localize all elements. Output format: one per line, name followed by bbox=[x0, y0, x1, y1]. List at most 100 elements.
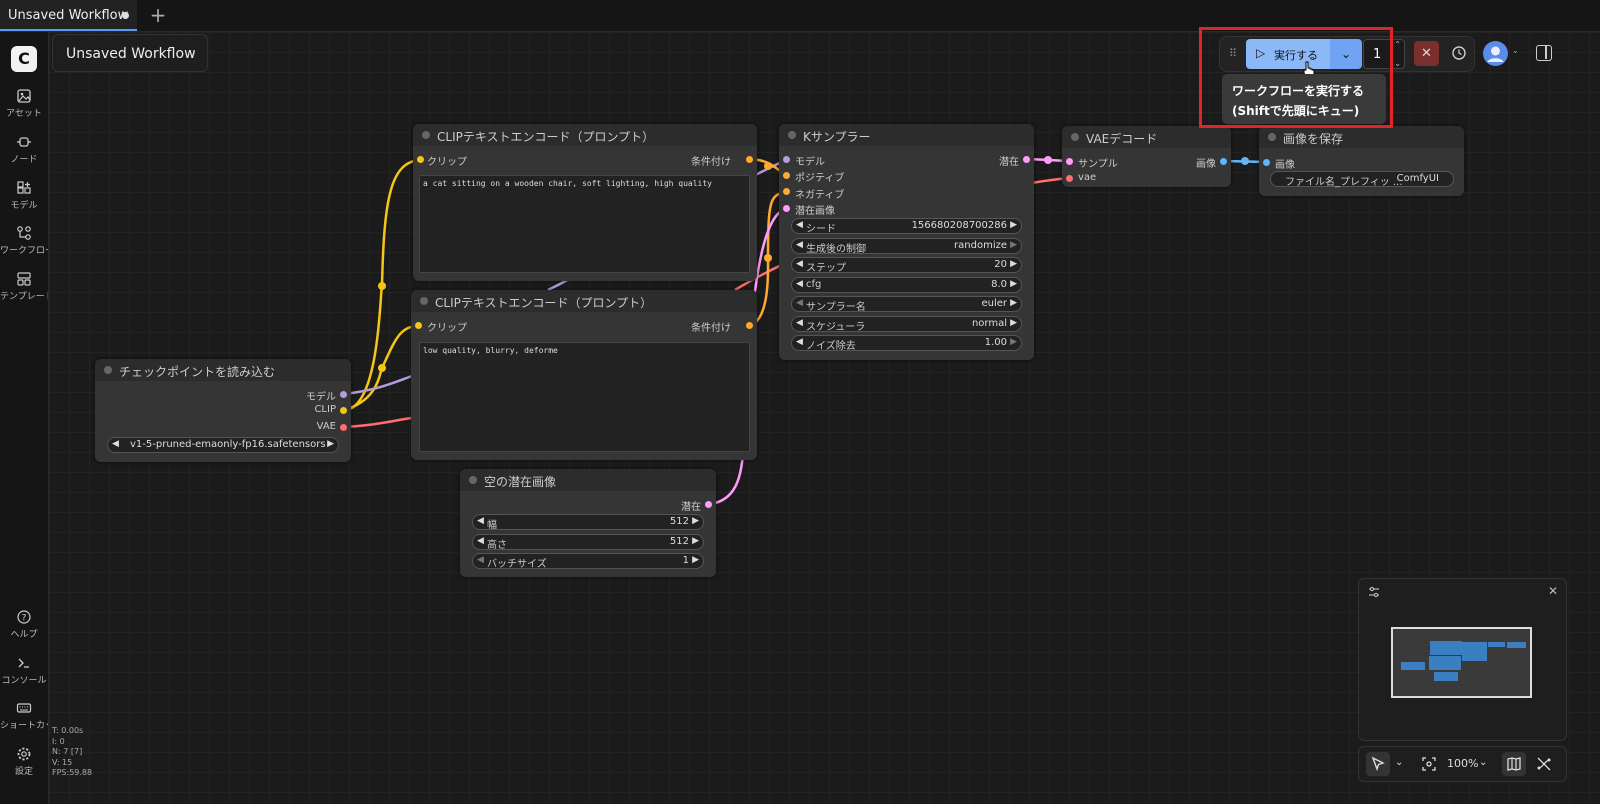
arrow-right-icon[interactable]: ▶ bbox=[692, 516, 699, 526]
sidebar-item-workflows[interactable]: ワークフロー bbox=[0, 225, 48, 256]
collapse-dot-icon[interactable] bbox=[1071, 133, 1079, 141]
arrow-left-icon[interactable]: ◀ bbox=[796, 337, 803, 347]
collapse-dot-icon[interactable] bbox=[422, 131, 430, 139]
output-slot-latent[interactable] bbox=[1023, 156, 1030, 163]
arrow-left-icon[interactable]: ◀ bbox=[796, 279, 803, 289]
run-button[interactable]: ▷ 実行する bbox=[1246, 39, 1330, 69]
collapse-dot-icon[interactable] bbox=[104, 366, 112, 374]
arrow-left-icon[interactable]: ◀ bbox=[796, 298, 803, 308]
queue-history-button[interactable] bbox=[1448, 42, 1470, 64]
input-slot-latent[interactable] bbox=[783, 205, 790, 212]
arrow-right-icon[interactable]: ▶ bbox=[1010, 259, 1017, 269]
output-slot-model[interactable] bbox=[340, 391, 347, 398]
close-icon[interactable]: ✕ bbox=[1547, 584, 1558, 598]
cancel-run-button[interactable]: ✕ bbox=[1414, 41, 1439, 66]
input-slot-positive[interactable] bbox=[783, 172, 790, 179]
sidebar-item-templates[interactable]: テンプレート bbox=[0, 271, 48, 302]
arrow-right-icon[interactable]: ▶ bbox=[1010, 240, 1017, 250]
minimap-viewport[interactable] bbox=[1391, 627, 1532, 698]
node-title-bar[interactable]: CLIPテキストエンコード（プロンプト） bbox=[413, 124, 757, 146]
ckpt-name-combo[interactable]: ◀ v1-5-pruned-emaonly-fp16.safetensors ▶ bbox=[107, 437, 339, 453]
arrow-left-icon[interactable]: ◀ bbox=[477, 516, 484, 526]
output-slot-latent[interactable] bbox=[705, 501, 712, 508]
zoom-level[interactable]: 100% bbox=[1447, 757, 1479, 770]
arrow-right-icon[interactable]: ▶ bbox=[692, 536, 699, 546]
run-mode-dropdown-button[interactable]: ⌄ bbox=[1330, 39, 1362, 69]
arrow-right-icon[interactable]: ▶ bbox=[327, 439, 334, 449]
input-slot-images[interactable] bbox=[1263, 159, 1270, 166]
arrow-right-icon[interactable]: ▶ bbox=[1010, 298, 1017, 308]
user-avatar[interactable] bbox=[1483, 41, 1508, 66]
comfy-logo-icon[interactable]: C bbox=[11, 46, 37, 72]
node-checkpoint-loader[interactable]: チェックポイントを読み込む モデル CLIP VAE ◀ v1-5-pruned… bbox=[95, 359, 351, 462]
sidebar-item-console[interactable]: コンソール bbox=[0, 655, 48, 686]
output-slot-conditioning[interactable] bbox=[746, 322, 753, 329]
prompt-textarea[interactable]: low quality, blurry, deforme bbox=[419, 342, 750, 452]
sidebar-item-settings[interactable]: 設定 bbox=[0, 746, 48, 777]
node-save-image[interactable]: 画像を保存 画像 ファイル名_プレフィッ ... ComfyUI bbox=[1259, 126, 1464, 196]
arrow-left-icon[interactable]: ◀ bbox=[796, 259, 803, 269]
output-slot-image[interactable] bbox=[1220, 158, 1227, 165]
input-slot-samples[interactable] bbox=[1066, 158, 1073, 165]
arrow-right-icon[interactable]: ▶ bbox=[1010, 337, 1017, 347]
sidebar-item-models[interactable]: モデル bbox=[0, 180, 48, 211]
node-title-bar[interactable]: 画像を保存 bbox=[1259, 126, 1464, 148]
input-slot-vae[interactable] bbox=[1066, 175, 1073, 182]
sidebar-item-nodes[interactable]: ノード bbox=[0, 134, 48, 165]
filename-prefix-widget[interactable]: ファイル名_プレフィッ ... ComfyUI bbox=[1270, 171, 1454, 188]
arrow-left-icon[interactable]: ◀ bbox=[112, 439, 119, 449]
arrow-right-icon[interactable]: ▶ bbox=[1010, 279, 1017, 289]
new-tab-button[interactable]: + bbox=[149, 3, 167, 27]
node-title-bar[interactable]: VAEデコード bbox=[1062, 126, 1231, 148]
sidebar-item-assets[interactable]: アセット bbox=[0, 88, 48, 119]
input-slot-model[interactable] bbox=[783, 156, 790, 163]
workflow-menu-button[interactable]: Unsaved Workflow ⌄ bbox=[52, 34, 208, 72]
arrow-left-icon[interactable]: ◀ bbox=[477, 555, 484, 565]
node-title-bar[interactable]: 空の潜在画像 bbox=[460, 469, 716, 491]
tab-unsaved-workflow[interactable]: Unsaved Workflow bbox=[0, 0, 137, 31]
chevron-down-icon[interactable]: ⌄ bbox=[1479, 757, 1488, 768]
node-title-bar[interactable]: Kサンプラー bbox=[779, 124, 1034, 146]
arrow-left-icon[interactable]: ◀ bbox=[796, 318, 803, 328]
arrow-left-icon[interactable]: ◀ bbox=[796, 220, 803, 230]
drag-handle-icon[interactable]: ⠿ bbox=[1229, 47, 1238, 60]
sidebar-item-help[interactable]: ? ヘルプ bbox=[0, 609, 48, 640]
collapse-dot-icon[interactable] bbox=[420, 297, 428, 305]
decrement-icon[interactable]: ⌄ bbox=[1394, 59, 1401, 68]
chevron-down-icon[interactable]: ⌄ bbox=[1395, 757, 1404, 768]
node-clip-text-encode-positive[interactable]: CLIPテキストエンコード（プロンプト） クリップ 条件付け a cat sit… bbox=[413, 124, 757, 281]
increment-icon[interactable]: ⌃ bbox=[1394, 40, 1401, 49]
minimap-settings-icon[interactable] bbox=[1367, 585, 1381, 602]
node-vae-decode[interactable]: VAEデコード サンプル vae 画像 bbox=[1062, 126, 1231, 187]
batch-count-input[interactable]: 1 ⌃ ⌄ bbox=[1363, 39, 1405, 69]
arrow-left-icon[interactable]: ◀ bbox=[796, 240, 803, 250]
node-title-bar[interactable]: CLIPテキストエンコード（プロンプト） bbox=[411, 290, 757, 312]
prompt-textarea[interactable]: a cat sitting on a wooden chair, soft li… bbox=[419, 175, 750, 273]
hide-links-icon[interactable] bbox=[1536, 756, 1552, 775]
fit-view-icon[interactable] bbox=[1421, 756, 1437, 775]
output-slot-vae[interactable] bbox=[340, 424, 347, 431]
arrow-left-icon[interactable]: ◀ bbox=[477, 536, 484, 546]
input-slot-clip[interactable] bbox=[417, 156, 424, 163]
output-slot-conditioning[interactable] bbox=[746, 156, 753, 163]
chevron-down-icon[interactable]: ⌄ bbox=[1512, 46, 1519, 55]
toggle-minimap-button[interactable] bbox=[1502, 752, 1526, 776]
toggle-panel-icon[interactable] bbox=[1536, 45, 1552, 61]
select-tool-button[interactable] bbox=[1366, 752, 1390, 776]
input-slot-clip[interactable] bbox=[415, 322, 422, 329]
arrow-right-icon[interactable]: ▶ bbox=[1010, 318, 1017, 328]
arrow-right-icon[interactable]: ▶ bbox=[692, 555, 699, 565]
input-slot-negative[interactable] bbox=[783, 188, 790, 195]
node-title-bar[interactable]: チェックポイントを読み込む bbox=[95, 359, 351, 381]
node-clip-text-encode-negative[interactable]: CLIPテキストエンコード（プロンプト） クリップ 条件付け low quali… bbox=[411, 290, 757, 460]
